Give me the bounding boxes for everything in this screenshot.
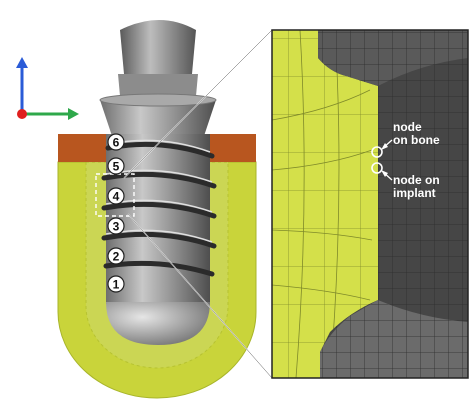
marker-1: 1 — [107, 275, 125, 293]
marker-2-label: 2 — [113, 250, 120, 264]
marker-1-label: 1 — [113, 278, 120, 292]
dental-implant — [99, 20, 217, 345]
marker-3-label: 3 — [113, 220, 120, 234]
bone-node-label-line2: on bone — [393, 133, 440, 147]
implant-node-label-line2: implant — [393, 186, 436, 200]
implant-node-label-line1: node on — [393, 173, 440, 187]
marker-4-label: 4 — [113, 190, 120, 204]
coordinate-axes-icon — [16, 57, 79, 120]
marker-2: 2 — [107, 247, 125, 265]
marker-6: 6 — [107, 133, 125, 151]
zoom-region-box — [95, 173, 135, 217]
zoom-connector-bottom-outline — [127, 213, 273, 379]
marker-3: 3 — [107, 217, 125, 235]
marker-4: 4 — [107, 187, 125, 205]
bone-node-marker — [371, 146, 383, 158]
marker-6-label: 6 — [113, 136, 120, 150]
bone-node-label-line1: node — [393, 120, 422, 134]
implant-node-marker — [371, 162, 383, 174]
marker-5: 5 — [107, 157, 125, 175]
marker-5-label: 5 — [113, 160, 120, 174]
zoom-connector-top-outline — [123, 29, 273, 179]
zoom-panel-border — [271, 29, 469, 379]
zoom-mesh-panel — [272, 30, 468, 378]
